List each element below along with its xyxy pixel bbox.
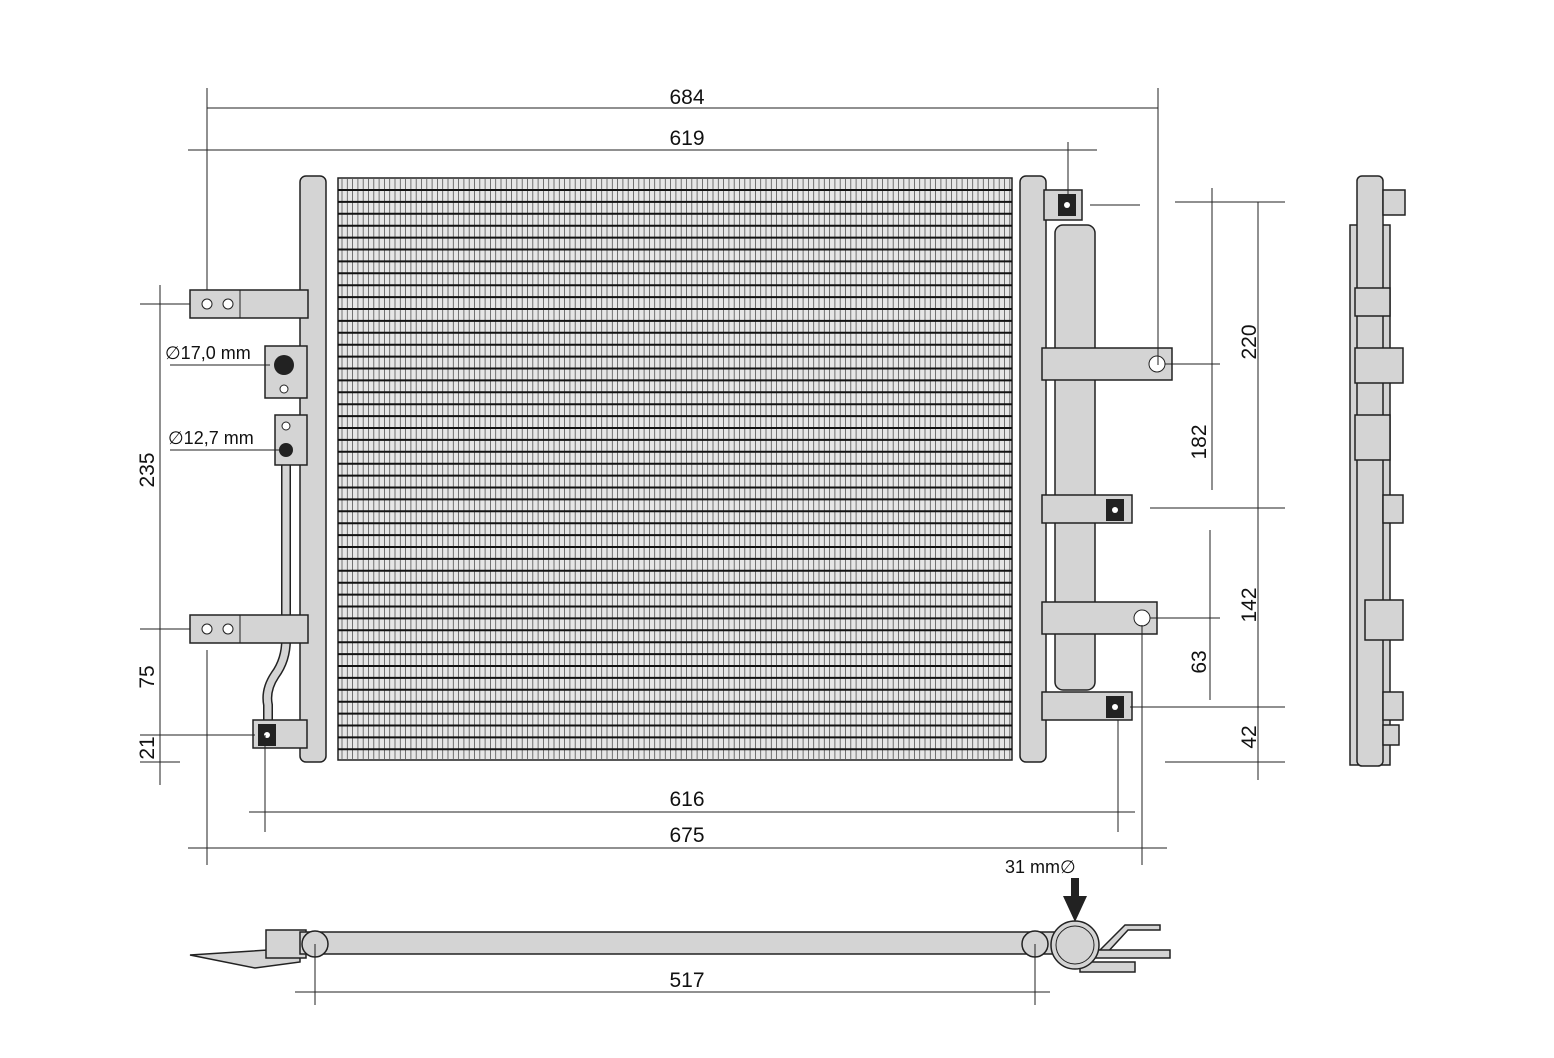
fin-lines [341, 178, 1011, 760]
left-bracket-low [252, 719, 308, 749]
bottom-view [189, 878, 1171, 973]
dim-675: 675 [669, 824, 704, 847]
dim-616: 616 [669, 788, 704, 811]
label-port-17mm: ∅17,0 mm [165, 343, 251, 363]
dim-684: 684 [669, 86, 704, 109]
tube-lines [338, 189, 1012, 751]
left-bracket-top [189, 289, 309, 319]
left-bracket-bottom [189, 614, 309, 644]
receiver-drier [1054, 224, 1096, 691]
port-12mm [274, 414, 308, 466]
label-port-12mm: ∅12,7 mm [168, 428, 254, 448]
dim-619: 619 [669, 127, 704, 150]
port-17mm [264, 345, 308, 399]
dim-21: 21 [136, 736, 159, 759]
condenser-core [337, 177, 1013, 761]
dim-517: 517 [669, 969, 704, 992]
dim-235: 235 [136, 452, 159, 487]
label-drier-31mm: 31 mm∅ [1005, 857, 1076, 877]
dimension-lines [140, 88, 1285, 1005]
dim-142: 142 [1238, 587, 1261, 622]
dim-63: 63 [1188, 650, 1211, 673]
right-brackets [1041, 189, 1173, 721]
left-header-tank [299, 175, 327, 763]
dim-182: 182 [1188, 424, 1211, 459]
dim-75: 75 [136, 665, 159, 688]
dim-42: 42 [1238, 725, 1261, 748]
arrow-down-icon [1063, 896, 1087, 922]
dim-220: 220 [1238, 324, 1261, 359]
side-view [1349, 175, 1406, 767]
right-header-tank [1019, 175, 1047, 763]
